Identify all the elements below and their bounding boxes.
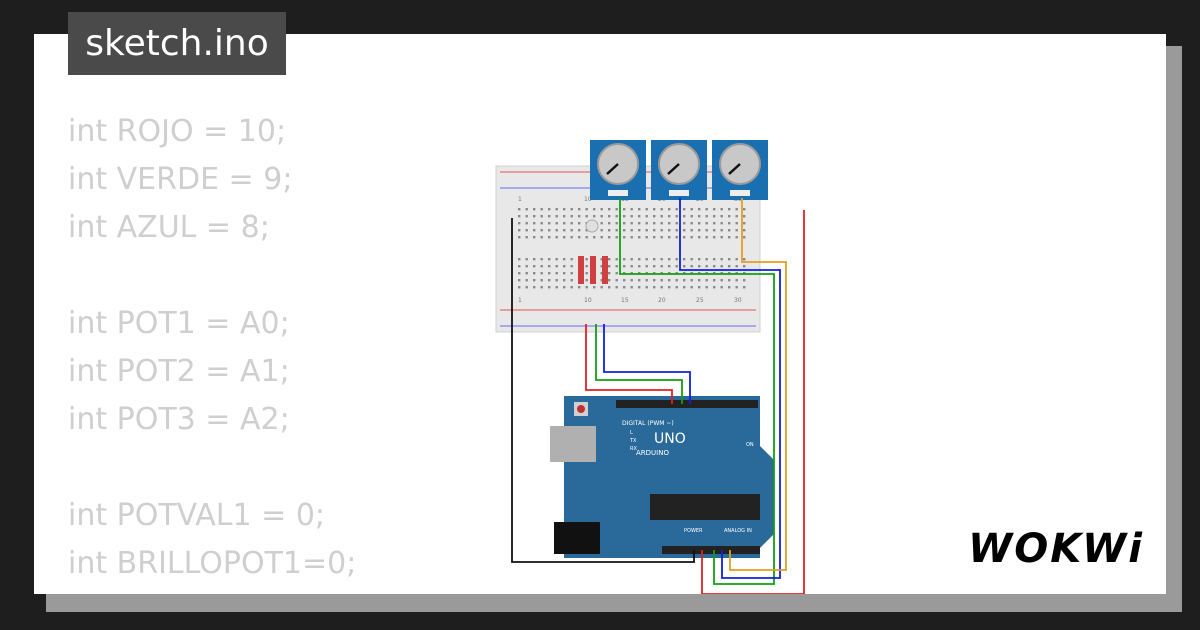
power-label: POWER — [684, 528, 703, 534]
code-line: int AZUL = 8; — [68, 210, 270, 245]
potentiometer-3[interactable] — [712, 140, 768, 200]
wire-orange-a2 — [729, 198, 787, 571]
code-preview: int ROJO = 10; int VERDE = 9; int AZUL = 8… — [68, 108, 356, 594]
tx-label: TX — [629, 438, 637, 444]
bb-number-15-bottom: 15 — [621, 297, 629, 304]
circuit-diagram[interactable]: 1 10 15 20 25 30 1 10 15 20 25 30 — [474, 94, 834, 594]
file-title: sketch.ino — [68, 12, 286, 75]
preview-card: int ROJO = 10; int VERDE = 9; int AZUL = 8… — [34, 34, 1166, 594]
rgb-led[interactable] — [585, 219, 599, 233]
code-line: int POT1 = A0; — [68, 306, 290, 341]
potentiometer-1[interactable] — [590, 140, 646, 200]
board-name: UNO — [654, 431, 686, 447]
bb-number-1-bottom: 1 — [518, 297, 522, 304]
bb-number-25-bottom: 25 — [696, 297, 704, 304]
potentiometer-2[interactable] — [651, 140, 707, 200]
analog-label: ANALOG IN — [724, 528, 752, 534]
code-line: int POTVAL2 = 0; — [68, 588, 356, 594]
code-line — [68, 252, 356, 300]
code-line: int VERDE = 9; — [68, 162, 293, 197]
arduino-uno-board[interactable]: DIGITAL (PWM ~) UNO ARDUINO ANALOG IN PO… — [550, 396, 774, 558]
l-label: L — [630, 430, 633, 436]
breadboard-holes — [518, 208, 746, 289]
resistors[interactable] — [578, 256, 608, 284]
bb-number-30-bottom: 30 — [734, 297, 742, 304]
rx-label: RX — [630, 446, 637, 452]
wire-blue-d8 — [603, 324, 691, 404]
digital-label: DIGITAL (PWM ~) — [622, 420, 674, 427]
wire-blue-a1 — [679, 198, 781, 579]
on-label: ON — [746, 442, 754, 448]
code-line — [68, 444, 356, 492]
wire-black-gnd — [511, 218, 695, 563]
code-line: int BRILLOPOT1=0; — [68, 546, 357, 581]
wire-red-d10 — [585, 324, 673, 404]
wires — [511, 198, 805, 594]
bb-number-20-bottom: 20 — [658, 297, 666, 304]
code-line: int POT2 = A1; — [68, 354, 290, 389]
bb-number-10: 10 — [584, 196, 592, 203]
wokwi-logo: WOKWi — [968, 526, 1144, 572]
wire-red-5v — [701, 210, 805, 594]
code-line: int ROJO = 10; — [68, 114, 287, 149]
board-brand: ARDUINO — [636, 449, 669, 457]
bb-number-1: 1 — [518, 196, 522, 203]
wire-green-d9 — [595, 324, 683, 404]
code-line: int POT3 = A2; — [68, 402, 290, 437]
wire-green-a0 — [619, 198, 775, 585]
code-line: int POTVAL1 = 0; — [68, 498, 326, 533]
bb-number-10-bottom: 10 — [584, 297, 592, 304]
